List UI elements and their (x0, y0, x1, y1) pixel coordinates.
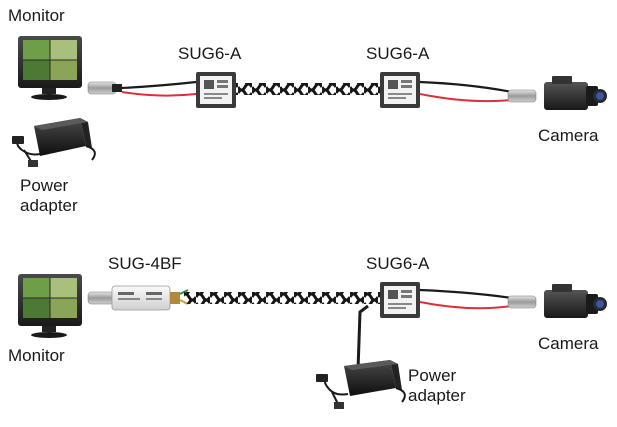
cable-top-right-red (419, 93, 513, 103)
balun-bottom (380, 282, 420, 318)
power-adapter-top (12, 118, 96, 167)
camera-top (544, 76, 607, 110)
power-adapter-label-bottom: Power adapter (408, 366, 466, 405)
balun-label-top-right: SUG6-A (366, 44, 430, 63)
power-lead-bottom (356, 304, 369, 371)
bnc-connector-bottom-left (87, 291, 115, 305)
twisted-pair-top (236, 83, 380, 95)
balun-top-right (380, 72, 420, 108)
receiver-sug-4bf (111, 285, 189, 311)
bnc-connector-top-right (507, 89, 537, 103)
cable-bottom-right-red (419, 301, 513, 310)
camera-label-top: Camera (538, 126, 599, 145)
balun-label-top-left: SUG6-A (178, 44, 242, 63)
twisted-pair-bottom (184, 292, 380, 304)
receiver-label-bottom: SUG-4BF (108, 254, 182, 273)
camera-bottom (544, 284, 607, 318)
bnc-connector-top-left (87, 81, 122, 95)
cable-bottom-right-black (419, 288, 513, 300)
cable-top-left-red (121, 91, 197, 97)
monitor-label-top: Monitor (8, 6, 65, 25)
bnc-connector-bottom-right (507, 295, 537, 309)
balun-label-bottom: SUG6-A (366, 254, 430, 273)
balun-top-left (196, 72, 236, 108)
cable-top-right-black (419, 80, 513, 94)
monitor-bottom (18, 274, 82, 338)
power-adapter-bottom (316, 360, 406, 409)
power-adapter-label-top: Power adapter (20, 176, 78, 215)
monitor-label-bottom: Monitor (8, 346, 65, 365)
camera-label-bottom: Camera (538, 334, 599, 353)
monitor-top (18, 36, 82, 100)
cable-top-left-black (121, 80, 197, 90)
